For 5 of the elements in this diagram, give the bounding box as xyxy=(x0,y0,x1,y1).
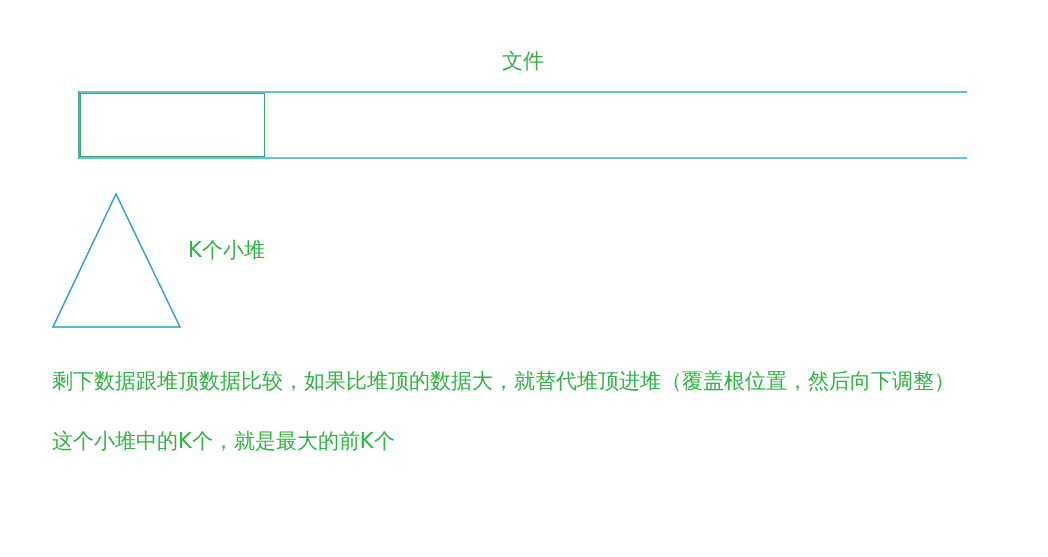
note-text: 剩下数据跟堆顶数据比较，如果比堆顶的数据大，就替代堆顶进堆（覆盖根位置，然后向下调整） xyxy=(52,368,955,394)
note-text: 这个小堆中的K个，就是最大的前K个 xyxy=(52,428,395,454)
file-heading: 文件 xyxy=(500,48,545,74)
heap-label: K个小堆 xyxy=(188,237,265,263)
section-box xyxy=(80,93,265,157)
